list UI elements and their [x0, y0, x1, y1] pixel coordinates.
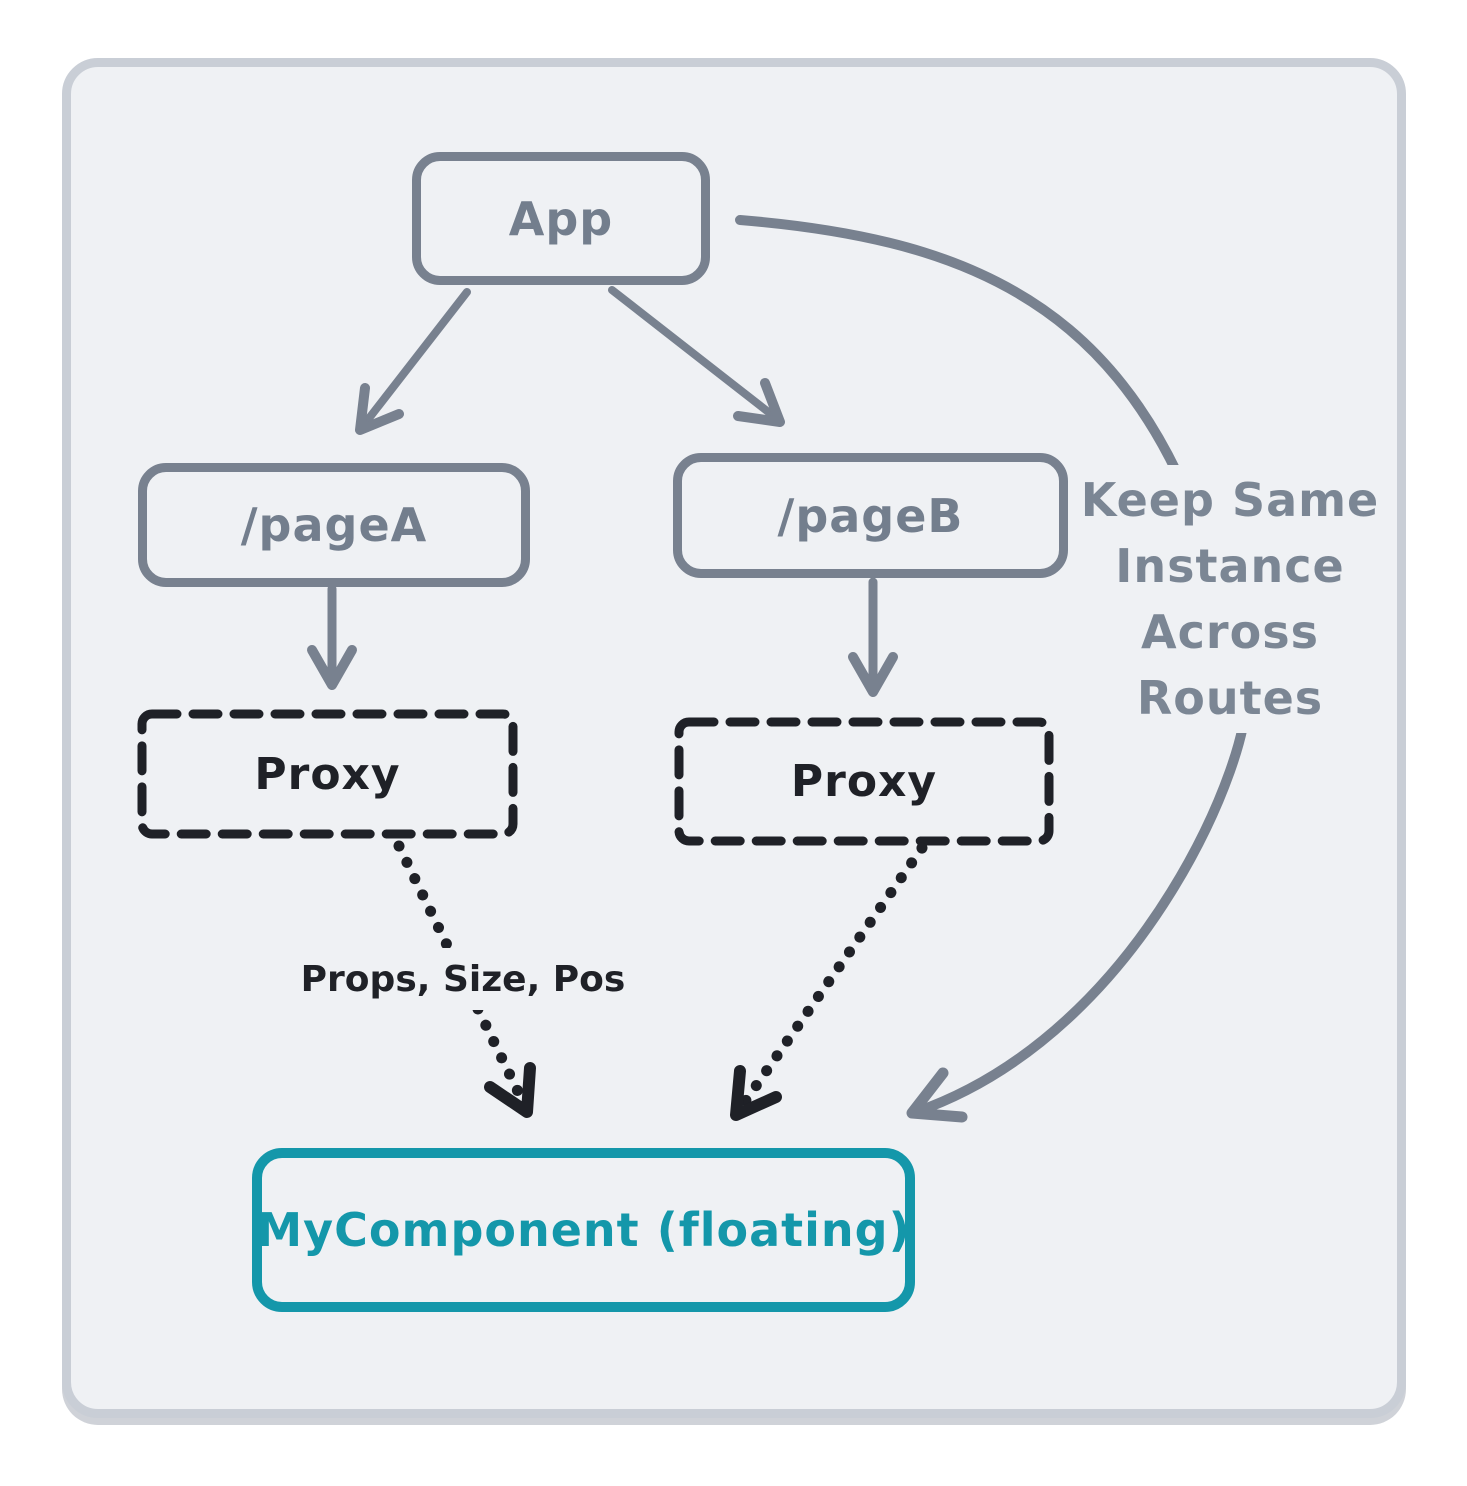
node-proxy-b-border	[674, 717, 1054, 846]
node-app-label: App	[508, 191, 614, 246]
node-my-component-label: MyComponent (floating)	[256, 1203, 911, 1257]
node-my-component: MyComponent (floating)	[252, 1148, 915, 1312]
edge-label-keep-instance: Keep Same Instance Across Routes	[1081, 465, 1378, 733]
canvas-card	[62, 58, 1406, 1418]
edge-app-pagea-line	[359, 288, 471, 430]
edge-app-pageb-arrowhead	[733, 378, 785, 427]
node-app: App	[412, 152, 710, 285]
node-proxy-b: Proxy	[675, 718, 1053, 845]
node-proxy-b-label: Proxy	[790, 756, 938, 807]
edge-pagea-proxya-arrowhead	[307, 645, 357, 690]
node-proxy-a: Proxy	[138, 710, 517, 838]
edge-label-props: Props, Size, Pos	[301, 948, 625, 1010]
edge-pageb-proxyb-arrowhead	[848, 652, 898, 697]
keep-instance-line-4: Routes	[1136, 671, 1324, 725]
node-page-a: /pageA	[138, 463, 530, 587]
node-proxy-a-label: Proxy	[254, 748, 401, 800]
keep-instance-line-3: Across	[1141, 605, 1319, 659]
node-page-a-label: /pageA	[240, 498, 428, 552]
node-page-b: /pageB	[673, 453, 1068, 578]
edge-app-pagea-arrowhead	[355, 383, 404, 435]
edge-proxya-mycomponent-arrowhead	[484, 1062, 536, 1118]
edge-app-pageb-line	[608, 286, 780, 422]
node-page-b-label: /pageB	[777, 488, 964, 543]
edge-proxyb-mycomponent-arrowhead	[730, 1065, 782, 1121]
node-proxy-a-border	[137, 709, 518, 839]
edge-proxyb-mycomponent-dotted	[736, 842, 928, 1112]
keep-instance-line-1: Keep Same	[1080, 473, 1380, 527]
keep-instance-line-2: Instance	[1115, 539, 1345, 593]
edge-app-mycomponent-arrowhead	[906, 1067, 968, 1123]
